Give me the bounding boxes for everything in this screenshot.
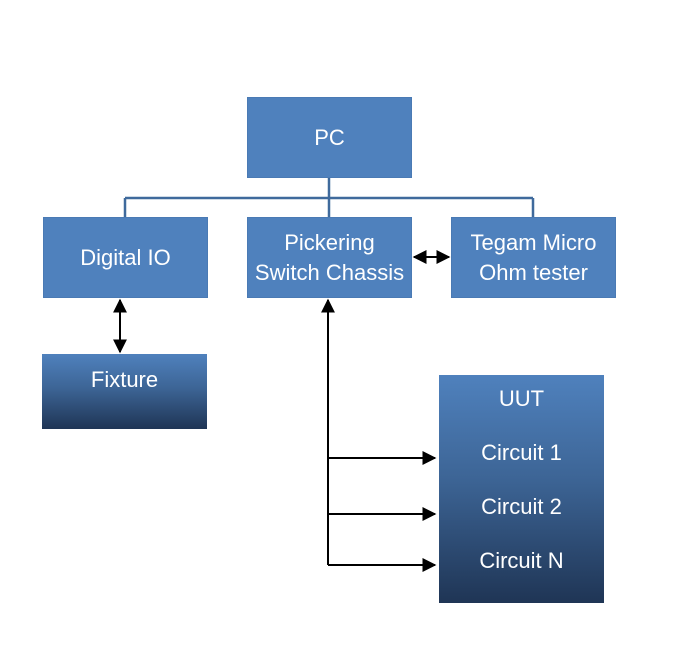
tegam-tester-node: Tegam Micro Ohm tester xyxy=(451,217,616,298)
tegam-label-line1: Tegam Micro xyxy=(470,229,597,255)
fixture-node: Fixture xyxy=(42,354,207,429)
fixture-label: Fixture xyxy=(90,367,159,392)
digital-io-node: Digital IO xyxy=(43,217,208,298)
pc-node: PC xyxy=(247,97,412,178)
uut-node: UUT Circuit 1 Circuit 2 Circuit N xyxy=(439,375,604,603)
uut-title: UUT xyxy=(498,386,545,411)
digital-io-label: Digital IO xyxy=(80,244,171,270)
tegam-label-line2: Ohm tester xyxy=(479,259,588,285)
pc-label: PC xyxy=(314,124,345,150)
pickering-switch-chassis-node: Pickering Switch Chassis xyxy=(247,217,412,298)
pickering-label-line1: Pickering xyxy=(284,229,375,255)
uut-circuit-n: Circuit N xyxy=(479,548,564,573)
uut-circuit-1: Circuit 1 xyxy=(481,440,562,465)
pc-tree-connector xyxy=(123,178,535,217)
uut-circuit-2: Circuit 2 xyxy=(481,494,562,519)
pickering-label-line2: Switch Chassis xyxy=(254,259,405,285)
